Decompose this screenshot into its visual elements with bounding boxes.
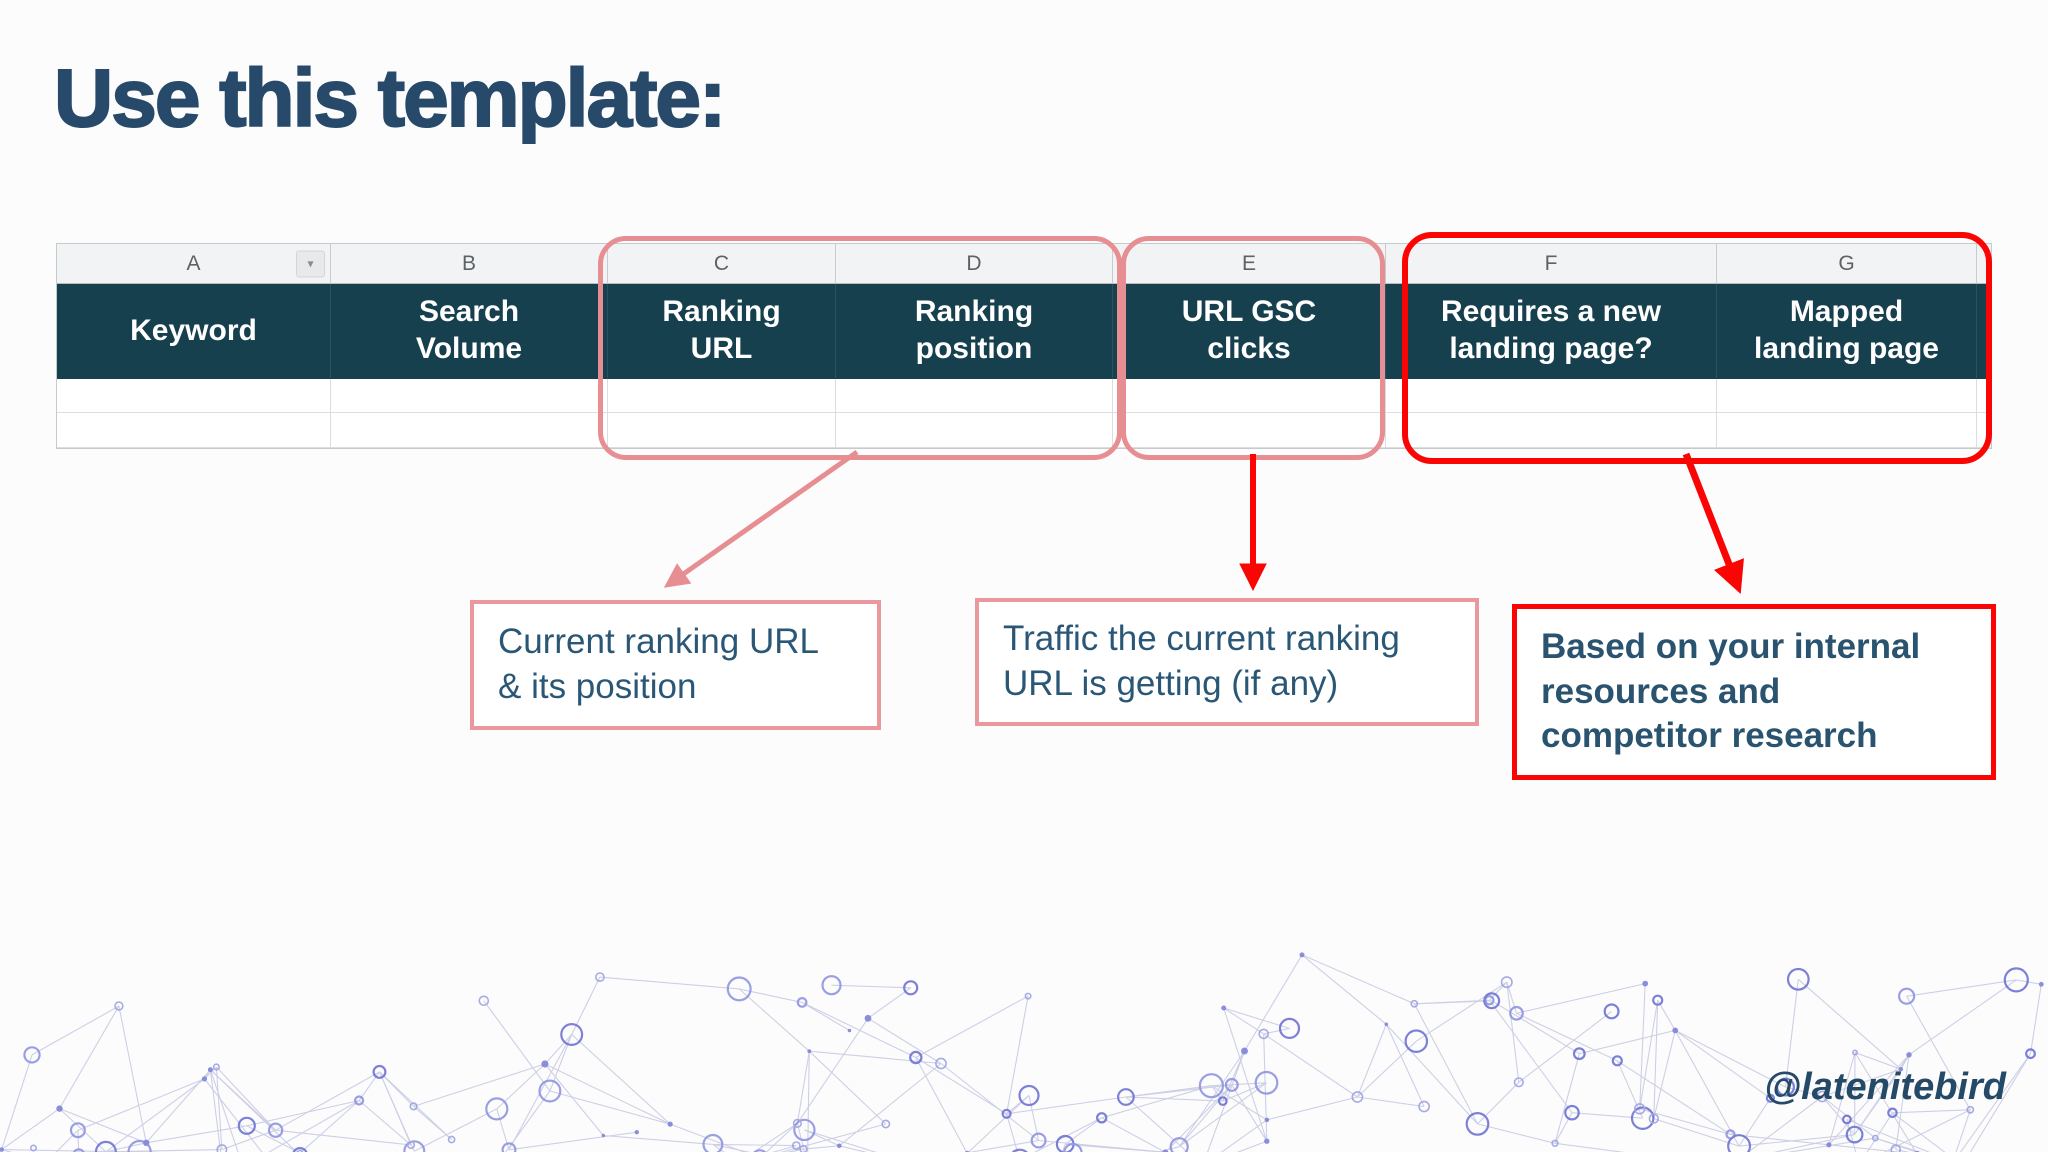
header-cell-search-volume: Search Volume (331, 284, 608, 379)
note-traffic: Traffic the current ranking URL is getti… (975, 598, 1479, 726)
column-letter-a-label: A (186, 251, 201, 275)
empty-cell (608, 413, 836, 448)
header-cell-mapped-landing-page: Mapped landing page (1717, 284, 1977, 379)
empty-cell (1113, 413, 1386, 448)
highlight-ranking-url-position-columns (598, 236, 1122, 460)
empty-cell (836, 379, 1113, 413)
note-current-ranking-url-text: Current ranking URL & its position (498, 622, 819, 706)
highlight-url-gsc-clicks-column (1121, 236, 1385, 460)
empty-cell (1977, 379, 1991, 413)
column-letter-e: E (1113, 244, 1386, 284)
note-current-ranking-url: Current ranking URL & its position (470, 600, 881, 730)
empty-cell (1717, 413, 1977, 448)
empty-cell (1386, 379, 1717, 413)
highlight-landing-page-columns (1402, 232, 1992, 464)
empty-cell (1386, 413, 1717, 448)
column-letter-a: A ▾ (57, 244, 331, 284)
header-cell-url-gsc-clicks: URL GSC clicks (1113, 284, 1386, 379)
empty-cell (1717, 379, 1977, 413)
filter-dropdown-button[interactable]: ▾ (296, 250, 325, 277)
empty-cell (836, 413, 1113, 448)
header-cell-ranking-url: Ranking URL (608, 284, 836, 379)
spreadsheet-table: A ▾ B C D E F G Keyword Search Volume Ra… (56, 243, 1992, 449)
header-cell-keyword: Keyword (57, 284, 331, 379)
empty-cell (331, 379, 608, 413)
empty-cell (57, 379, 331, 413)
column-letter-f: F (1386, 244, 1717, 284)
column-letter-g: G (1717, 244, 1977, 284)
page-title: Use this template: (53, 52, 727, 145)
arrow-ranking (663, 449, 859, 588)
header-cell-requires-new-landing-page: Requires a new landing page? (1386, 284, 1717, 379)
empty-cell (1113, 379, 1386, 413)
author-credit: @latenitebird (1764, 1066, 2006, 1108)
arrow-landing (1682, 452, 1744, 594)
empty-cell (608, 379, 836, 413)
column-letter-c: C (608, 244, 836, 284)
empty-cell (331, 413, 608, 448)
empty-cell (57, 413, 331, 448)
note-internal-resources-text: Based on your internal resources and com… (1541, 626, 1921, 756)
column-letter-b: B (331, 244, 608, 284)
chevron-down-icon: ▾ (307, 256, 314, 271)
column-letter-d: D (836, 244, 1113, 284)
header-cell-ranking-position: Ranking position (836, 284, 1113, 379)
note-traffic-text: Traffic the current ranking URL is getti… (1003, 619, 1400, 703)
note-internal-resources: Based on your internal resources and com… (1512, 604, 1996, 780)
